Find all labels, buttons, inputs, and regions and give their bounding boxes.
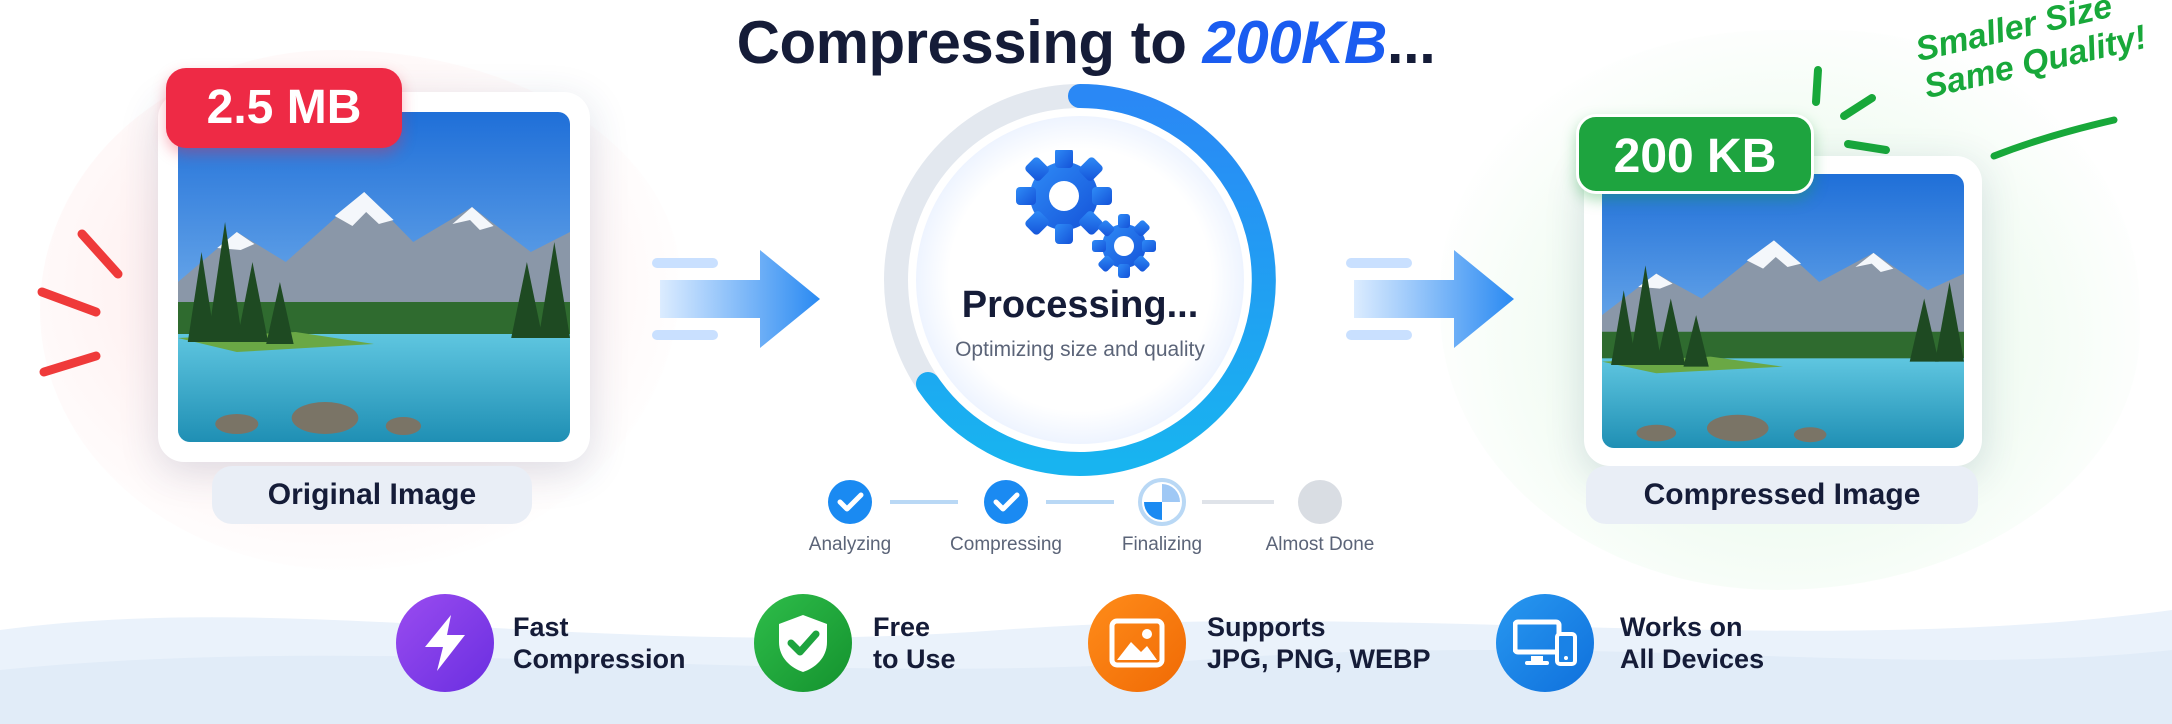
step-compressing-icon bbox=[984, 480, 1028, 524]
title-prefix: Compressing to bbox=[736, 9, 1187, 76]
note-underline-icon bbox=[1990, 116, 2118, 160]
step-label-analyzing: Analyzing bbox=[808, 534, 892, 555]
compressed-image-caption: Compressed Image bbox=[1586, 466, 1978, 524]
shield-check-icon bbox=[754, 594, 852, 692]
page-title: Compressing to 200KB... bbox=[0, 8, 2172, 77]
step-analyzing-icon bbox=[828, 480, 872, 524]
feature-3-line-1: Supports bbox=[1207, 612, 1326, 642]
original-image-caption: Original Image bbox=[212, 466, 532, 524]
step-almost-done-icon bbox=[1298, 480, 1342, 524]
progress-steps bbox=[828, 478, 1342, 526]
arrow-right-icon-2 bbox=[1346, 250, 1514, 348]
feature-4-line-2: All Devices bbox=[1620, 644, 1765, 674]
compressed-size-badge: 200 KB bbox=[1576, 114, 1814, 194]
step-label-compressing: Compressing bbox=[950, 534, 1062, 555]
image-icon bbox=[1088, 594, 1186, 692]
spark-lines-left-icon bbox=[37, 229, 123, 377]
feature-2-line-1: Free bbox=[873, 612, 931, 642]
step-label-almost-done: Almost Done bbox=[1265, 534, 1375, 555]
original-image-card bbox=[158, 92, 590, 462]
step-finalizing-icon bbox=[1138, 478, 1186, 526]
feature-4-line-1: Works on bbox=[1620, 612, 1743, 642]
title-target-size: 200KB bbox=[1202, 9, 1388, 76]
feature-free-to-use: Free to Use bbox=[873, 611, 956, 675]
arrow-right-icon bbox=[652, 250, 820, 348]
spark-lines-right-icon bbox=[1812, 66, 1890, 154]
devices-icon bbox=[1496, 594, 1594, 692]
compressed-landscape-image bbox=[1602, 174, 1964, 448]
processing-title: Processing... bbox=[961, 284, 1199, 326]
feature-2-line-2: to Use bbox=[873, 644, 956, 674]
step-label-finalizing: Finalizing bbox=[1121, 534, 1203, 555]
feature-works-on-all-devices: Works on All Devices bbox=[1620, 611, 1764, 675]
feature-3-line-2: JPG, PNG, WEBP bbox=[1207, 644, 1431, 674]
feature-1-line-2: Compression bbox=[513, 644, 686, 674]
title-ellipsis: ... bbox=[1386, 9, 1436, 76]
original-size-badge: 2.5 MB bbox=[166, 68, 402, 148]
lightning-icon bbox=[396, 594, 494, 692]
feature-supports-formats: Supports JPG, PNG, WEBP bbox=[1207, 611, 1431, 675]
compressed-image-card bbox=[1584, 156, 1982, 466]
feature-fast-compression: Fast Compression bbox=[513, 611, 686, 675]
original-landscape-image bbox=[178, 112, 570, 442]
gears-icon bbox=[1016, 150, 1156, 278]
feature-1-line-1: Fast bbox=[513, 612, 569, 642]
processing-subtitle: Optimizing size and quality bbox=[955, 338, 1205, 361]
progress-ring bbox=[884, 84, 1276, 476]
background-wave bbox=[0, 610, 2172, 724]
